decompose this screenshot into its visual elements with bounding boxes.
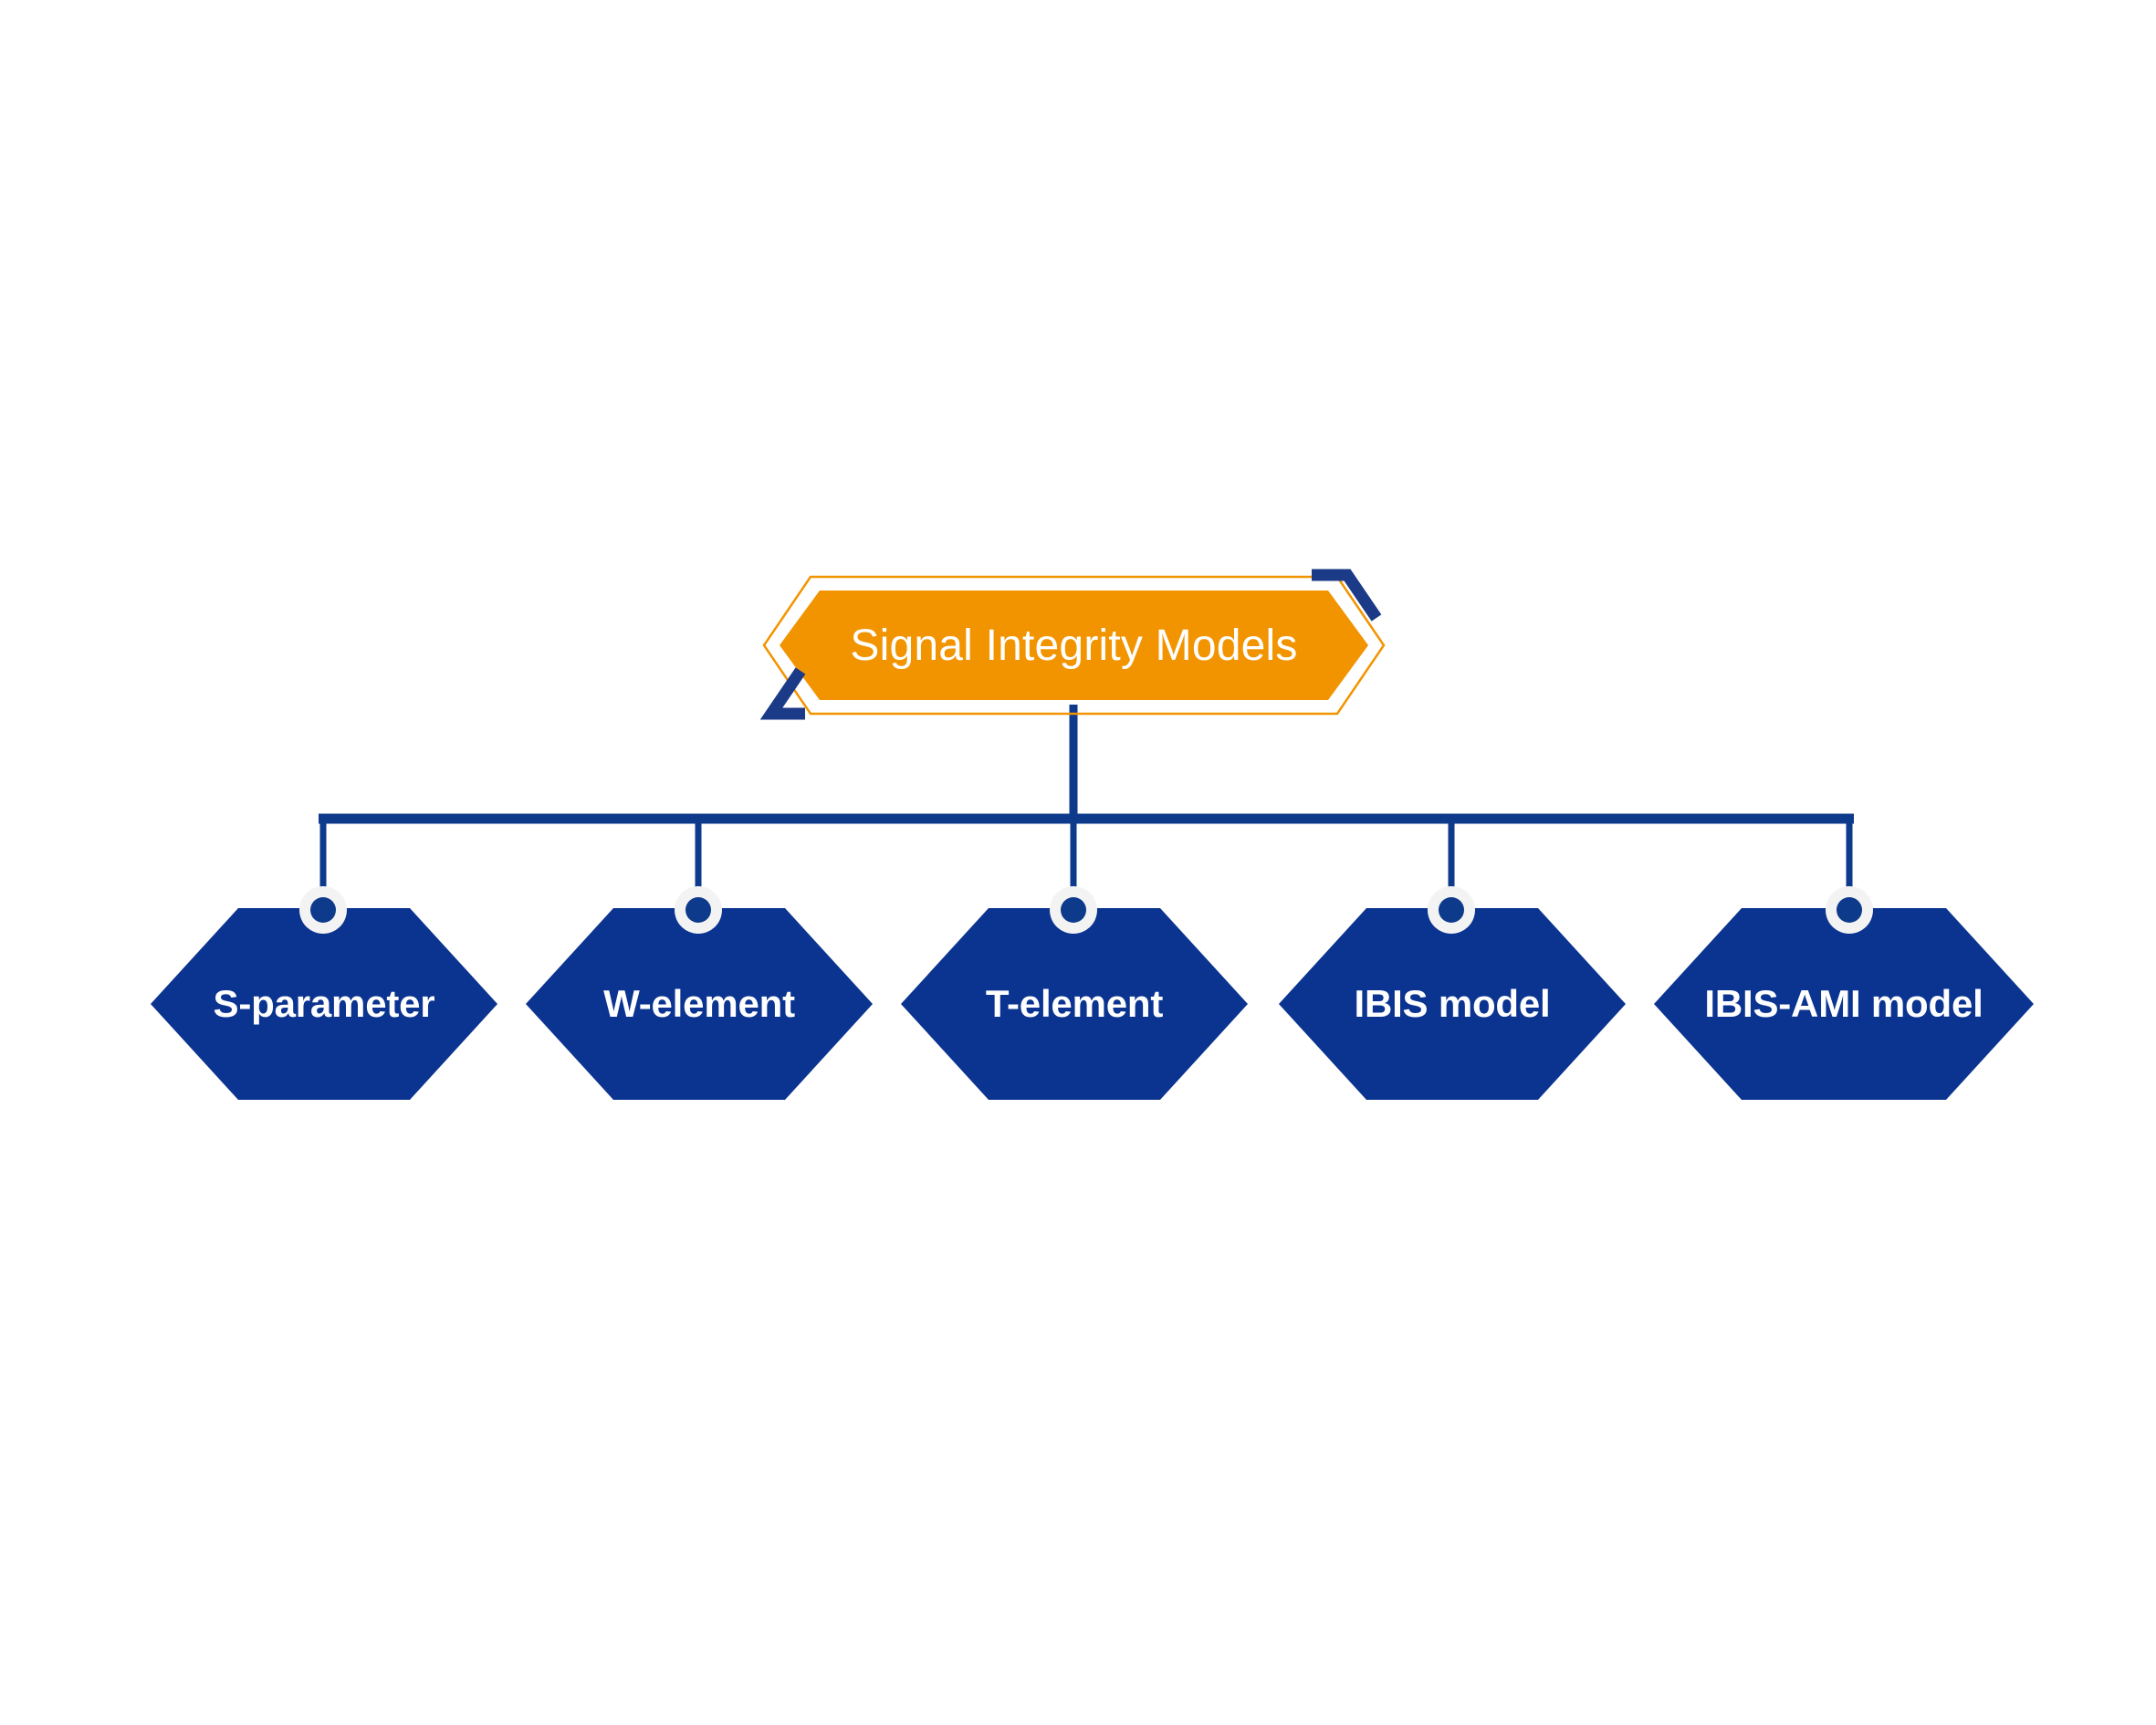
node-shape-ibis-ami-model[interactable] (1654, 908, 2034, 1100)
connector-dot-3 (1050, 886, 1097, 934)
node-shape-w-element[interactable] (526, 908, 873, 1100)
root-node-group (759, 569, 1386, 720)
node-shape-s-parameter[interactable] (151, 908, 497, 1100)
root-node-shape[interactable] (780, 591, 1368, 700)
connector-group (319, 705, 1854, 910)
root-accent-top-right (1312, 569, 1382, 622)
connector-dot-4 (1428, 886, 1475, 934)
connector-dots-group (299, 886, 1873, 934)
root-accent-bottom-left (759, 667, 806, 720)
connector-dot-1 (299, 886, 347, 934)
node-shape-t-element[interactable] (901, 908, 1248, 1100)
node-shape-ibis-model[interactable] (1279, 908, 1626, 1100)
connector-dot-5 (1826, 886, 1873, 934)
connector-dot-2 (675, 886, 722, 934)
child-nodes-group (151, 908, 2034, 1100)
